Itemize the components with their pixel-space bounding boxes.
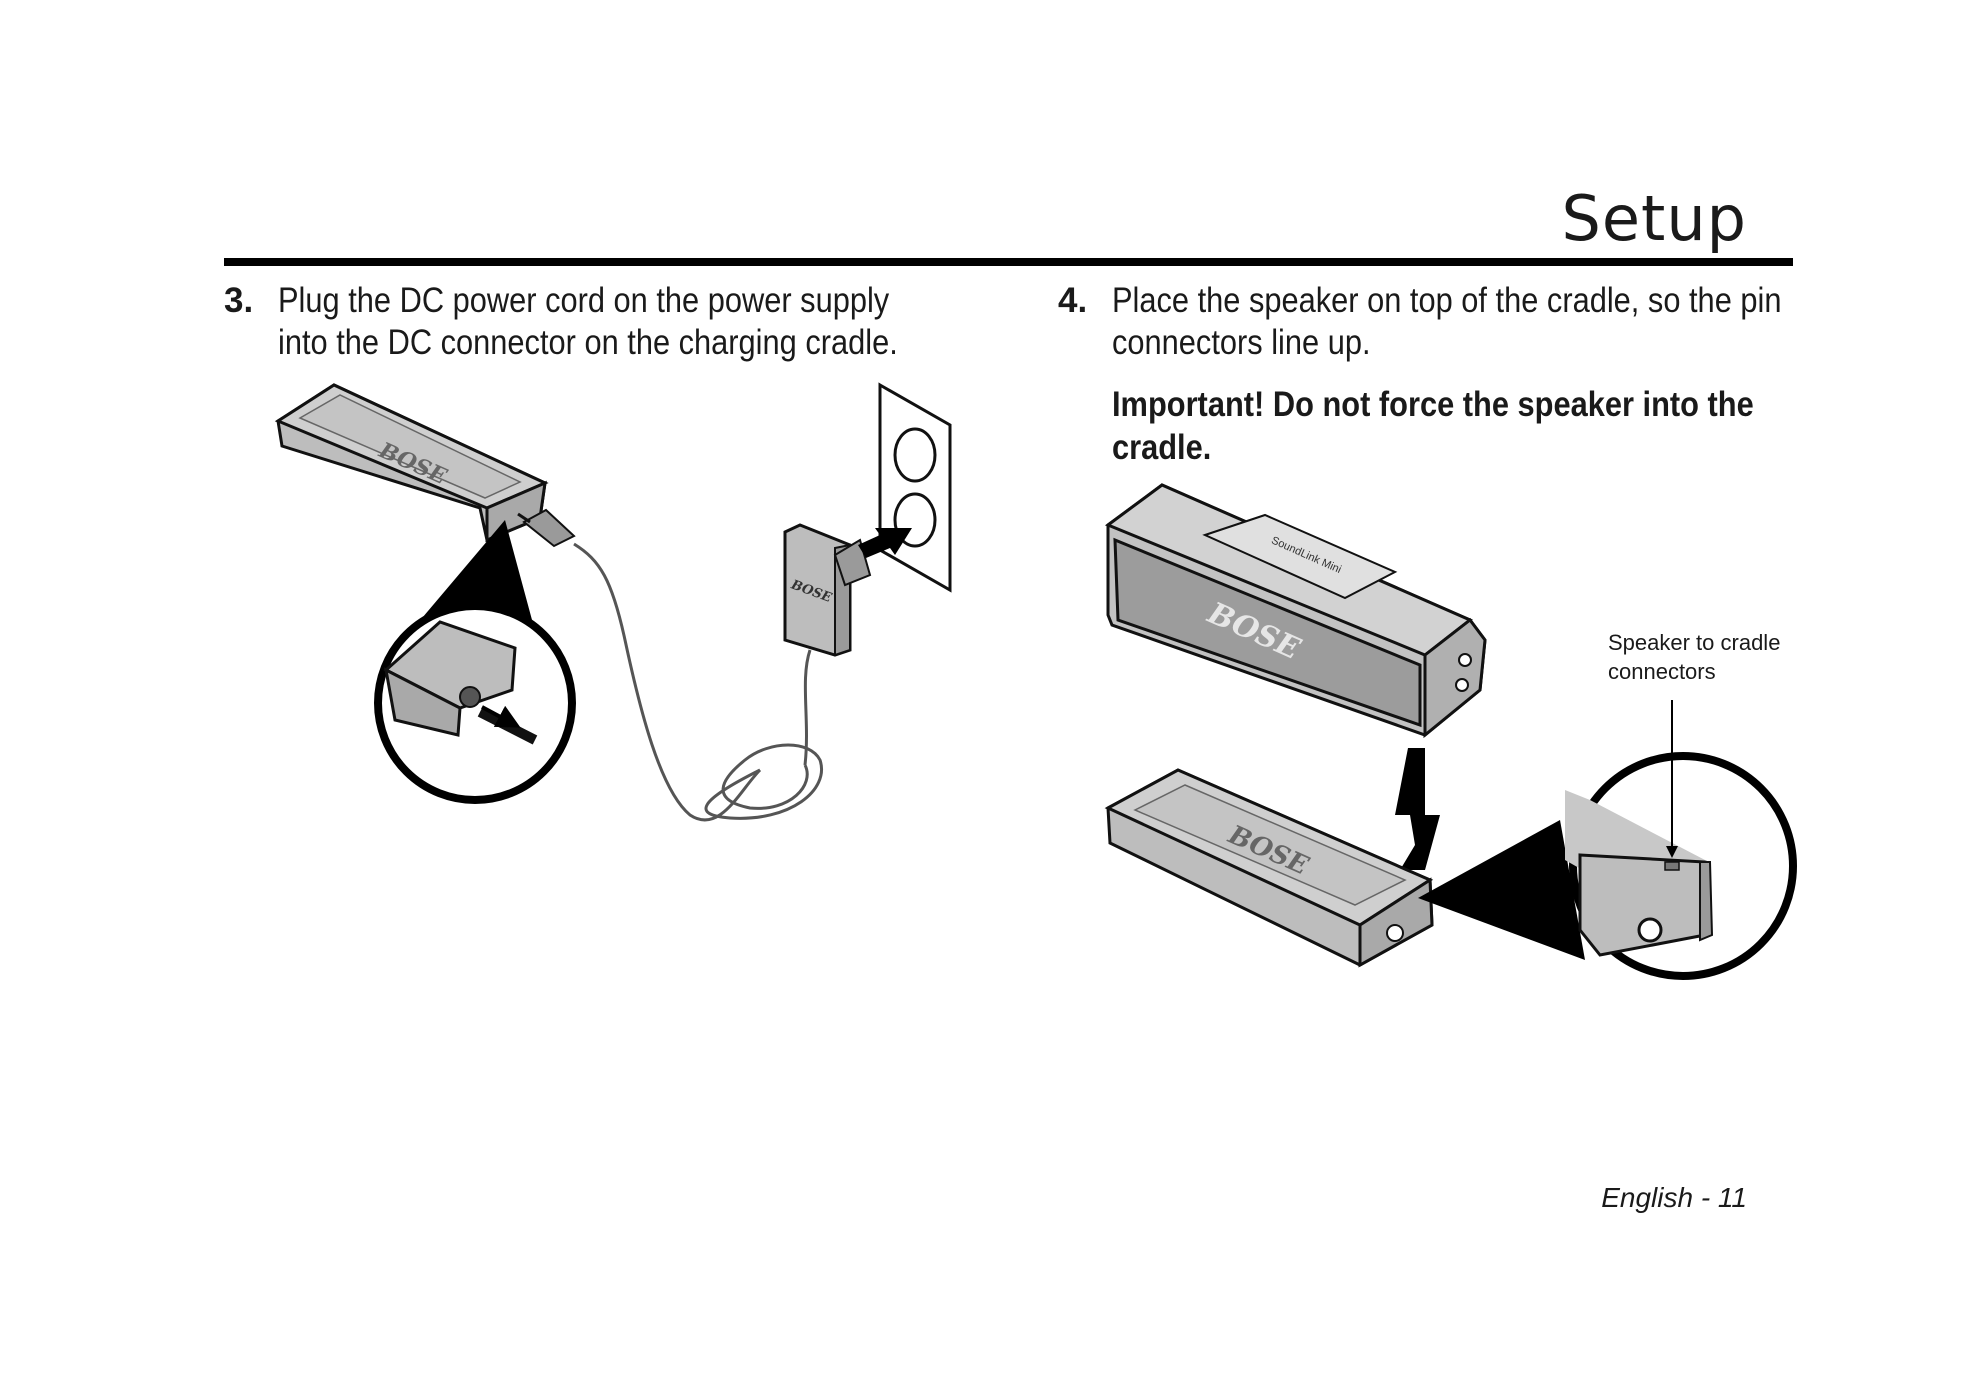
step-4-number: 4. [1058, 281, 1088, 320]
zoom-cone-2 [1418, 820, 1585, 960]
page-title: Setup [1561, 182, 1747, 255]
step-3-text: Plug the DC power cord on the power supp… [278, 281, 898, 362]
cable-coil [704, 743, 823, 820]
zoom-detail-circle [374, 602, 576, 804]
connector-detail-circle [1565, 752, 1797, 980]
step-4-text: Place the speaker on top of the cradle, … [1112, 281, 1782, 362]
power-cable [573, 542, 762, 822]
speaker-illustration: SoundLink Mini BOSE [1104, 483, 1487, 739]
wall-outlet-illustration [878, 382, 952, 593]
step-3-number: 3. [224, 281, 254, 320]
place-down-arrow-icon [1395, 748, 1440, 870]
power-supply-illustration: BOSE [783, 523, 872, 657]
charging-cradle-illustration: BOSE [274, 383, 549, 543]
callout-label: Speaker to cradle connectors [1608, 630, 1781, 684]
title-rule [224, 258, 1793, 266]
dc-plug [517, 508, 576, 548]
cable-to-adapter [803, 649, 812, 766]
page-number: English - 11 [1601, 1182, 1747, 1213]
charging-cradle-2-illustration: BOSE [1104, 768, 1434, 968]
plug-in-arrow-icon [858, 528, 912, 558]
important-note: Important! Do not force the speaker into… [1112, 385, 1754, 467]
